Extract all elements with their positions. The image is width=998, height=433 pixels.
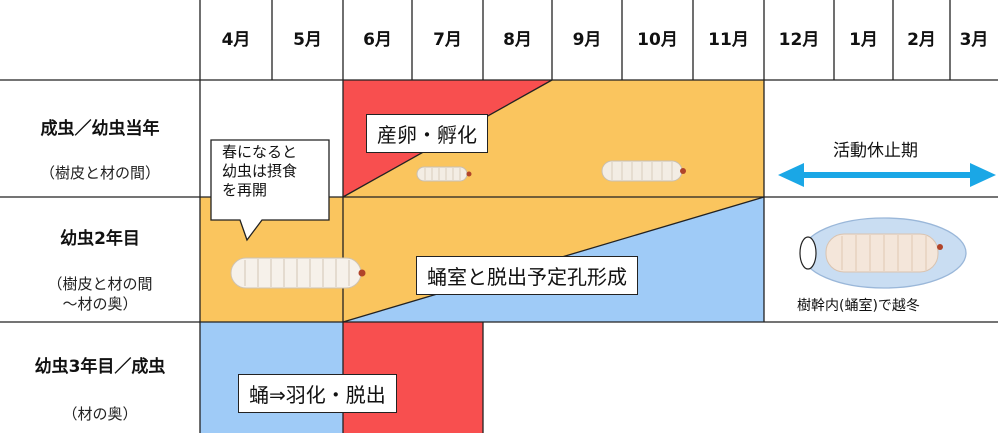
- pupation-label: 蛹⇒羽化・脱出: [238, 374, 397, 413]
- row-label-year2: 幼虫2年目: [0, 224, 200, 249]
- callout-line-3: を再開: [222, 181, 268, 199]
- row-label-year3: 幼虫3年目／成虫: [0, 352, 200, 377]
- oviposition-label: 産卵・孵化: [366, 114, 488, 153]
- overwinter-label: 樹幹内(蛹室)で越冬: [797, 298, 920, 314]
- callout-text: 春になると 幼虫は摂食 を再開: [222, 143, 297, 200]
- pupal-chamber-label: 蛹室と脱出予定孔形成: [416, 256, 638, 295]
- callout-line-2: 幼虫は摂食: [222, 162, 298, 180]
- pupal-chamber-illustration: [799, 217, 967, 289]
- dormancy-label: 活動休止期: [833, 141, 918, 161]
- row-title-year2: 幼虫2年目: [60, 229, 140, 249]
- small-larva-1: [416, 166, 472, 182]
- row-subtitle-year2-line1: （樹皮と材の間: [47, 275, 153, 293]
- row-subtitle-year1: （樹皮と材の間）: [39, 164, 160, 182]
- row-subtitle-year3: （材の奥）: [62, 405, 138, 423]
- month-header-sep: 9月: [572, 30, 602, 50]
- month-header-mar: 3月: [959, 30, 989, 50]
- row-sub-year2-wrap: （樹皮と材の間 ～材の奥）: [0, 274, 200, 314]
- month-header-aug: 8月: [503, 30, 532, 50]
- month-header-oct: 10月: [637, 30, 678, 50]
- dormancy-arrow: [778, 163, 996, 187]
- month-header-jan: 1月: [849, 30, 878, 50]
- row-sub-year3-wrap: （材の奥）: [0, 403, 200, 424]
- row-title-year3: 幼虫3年目／成虫: [34, 357, 166, 377]
- row-label-year1: 成虫／幼虫当年: [0, 114, 200, 139]
- month-header-nov: 11月: [708, 30, 749, 50]
- month-header-jul: 7月: [433, 30, 462, 50]
- callout-bubble: [210, 139, 330, 242]
- row-title-year1: 成虫／幼虫当年: [40, 119, 160, 139]
- small-larva-2: [601, 160, 686, 182]
- month-header-feb: 2月: [907, 30, 936, 50]
- month-header-may: 5月: [293, 30, 322, 50]
- row-sub-year1-wrap: （樹皮と材の間）: [0, 162, 200, 183]
- month-header-jun: 6月: [363, 30, 392, 50]
- month-header-apr: 4月: [221, 30, 251, 50]
- month-header-dec: 12月: [778, 30, 820, 50]
- row-subtitle-year2-line2: ～材の奥）: [62, 295, 138, 313]
- large-larva: [230, 257, 366, 289]
- callout-line-1: 春になると: [222, 143, 298, 161]
